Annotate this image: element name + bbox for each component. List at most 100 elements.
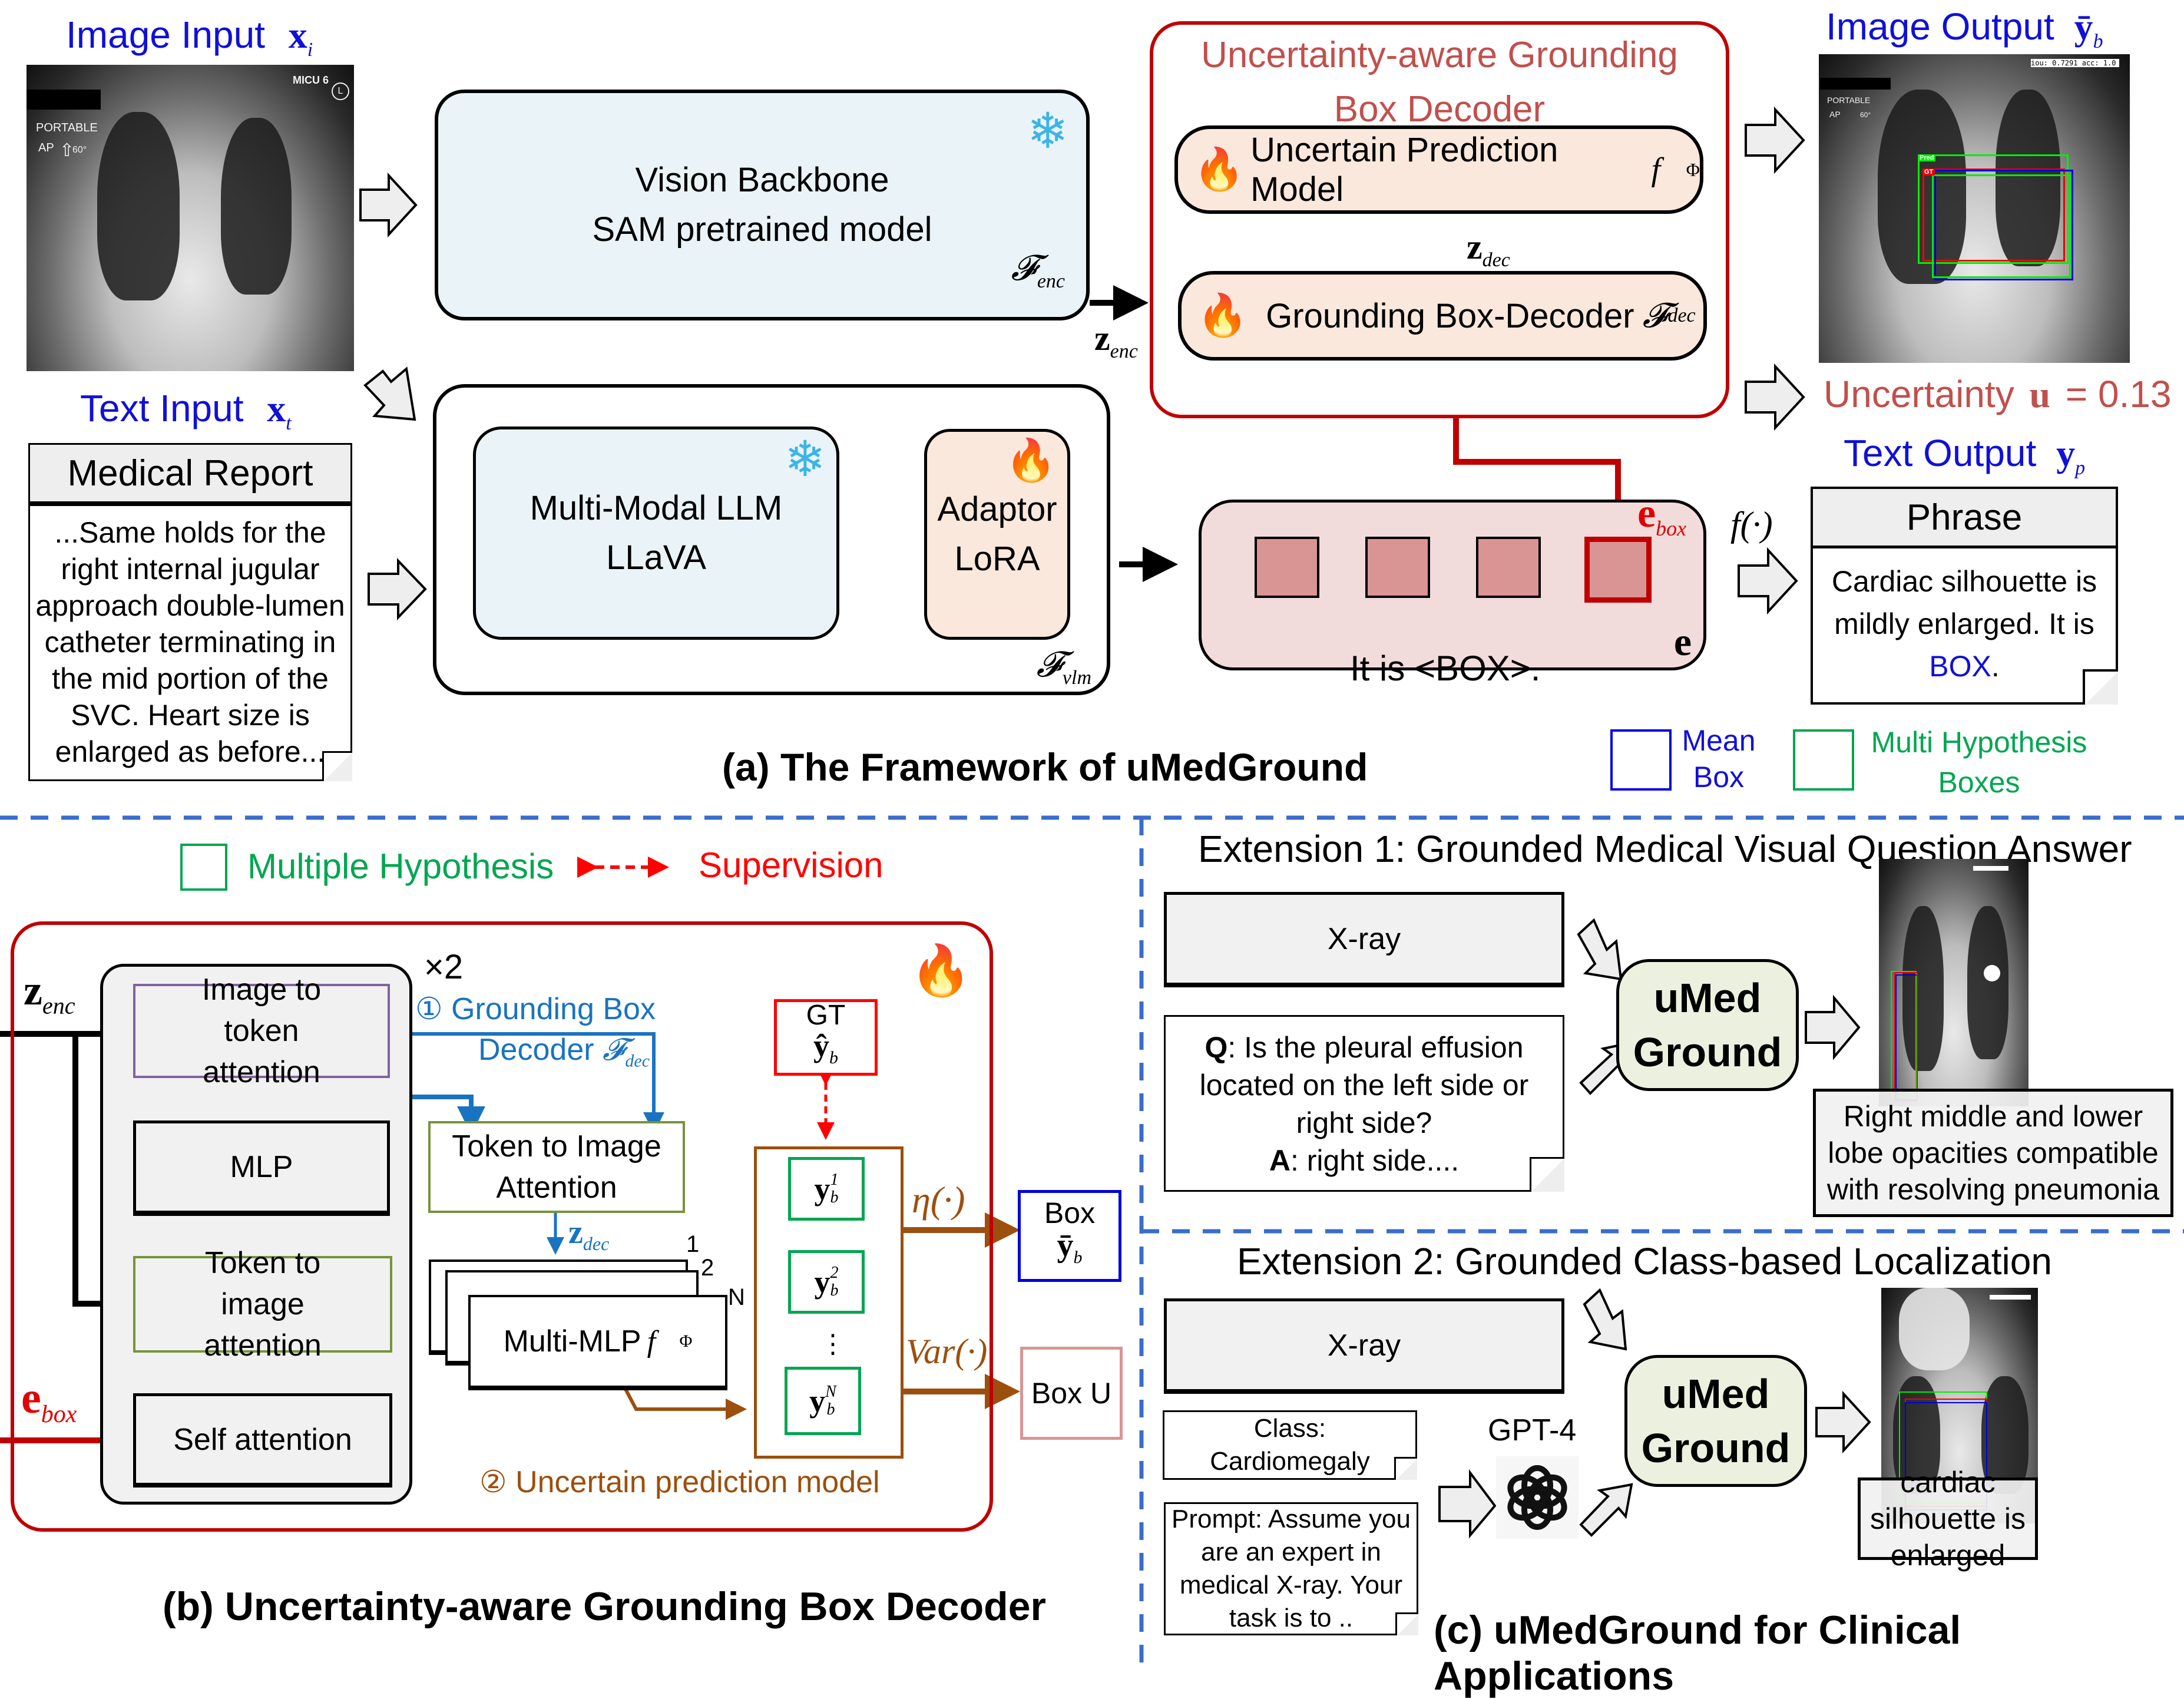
image-input-symbol: x: [288, 14, 307, 56]
neck-region: [1899, 1288, 1970, 1370]
block-arrow-report-to-vlm: [368, 558, 427, 620]
mlp-block[interactable]: MLP: [133, 1120, 390, 1216]
z-enc-sub: enc: [1110, 341, 1138, 362]
token-to-image-attention-block[interactable]: Token to Image Attention: [428, 1121, 685, 1213]
gt-box: [1922, 168, 2065, 262]
page-fold-icon: [1530, 1157, 1564, 1192]
text-output-symbol: y: [2056, 432, 2076, 474]
e-box-b-symbol: e: [21, 1373, 41, 1423]
decoder-word: Decoder: [478, 1033, 594, 1067]
image-output-symbol: ȳ: [2074, 6, 2093, 48]
input-xray-image: PORTABLE AP ⇧ 60° MICU 6 L: [27, 65, 354, 371]
uncertainty-symbol: u: [2029, 373, 2051, 415]
self-attention-block[interactable]: Self attention: [133, 1393, 392, 1488]
e-box-symbol: e: [1637, 491, 1656, 536]
f-dec-symbol: 𝓕: [1642, 296, 1668, 335]
z-enc-b-sub: enc: [42, 992, 75, 1019]
image-output-text: Image Output: [1826, 5, 2054, 48]
ext1-a-label: A: [1269, 1144, 1290, 1177]
hyp-n-sub: b: [826, 1400, 835, 1419]
caption-b: (b) Uncertainty-aware Grounding Box Deco…: [163, 1584, 1046, 1629]
xray-tag-side: L: [332, 82, 349, 100]
token-embedding-container: e: [1199, 500, 1706, 670]
ext1-umedground-model[interactable]: uMed Ground: [1616, 959, 1799, 1091]
multi-mlp-block[interactable]: Multi-MLP f⃗Φ: [468, 1295, 727, 1390]
hyp-1-sup: 1: [830, 1171, 839, 1189]
flame-icon: 🔥: [1197, 292, 1249, 338]
vision-backbone-box[interactable]: Vision Backbone SAM pretrained model ❄ 𝓕…: [435, 90, 1090, 320]
block-arrow-ext1-output: [1805, 994, 1861, 1060]
gpt4-label: GPT-4: [1488, 1413, 1577, 1447]
text-input-sub: t: [286, 412, 292, 434]
legend-mean-box-label: Mean Box: [1682, 724, 1756, 794]
e-box-b-sub: box: [41, 1401, 77, 1429]
ext1-model-line2: Ground: [1633, 1029, 1782, 1075]
openai-knot-icon: [1507, 1465, 1567, 1530]
decoder-title-line2: Box Decoder: [1333, 89, 1546, 130]
token-box[interactable]: [1584, 537, 1652, 603]
text-input-text: Text Input: [80, 387, 244, 429]
block-arrow-image-to-backbone: [359, 172, 418, 238]
gt-box: [1894, 972, 1918, 1102]
text-output-text: Text Output: [1844, 432, 2037, 474]
ext2-title: Extension 2: Grounded Class-based Locali…: [1237, 1240, 2052, 1282]
f-dec-b-sub: dec: [625, 1051, 650, 1071]
snowflake-icon: ❄: [1027, 103, 1068, 158]
z-dec-sub: dec: [1482, 249, 1510, 271]
decoder-title-line1: Uncertainty-aware Grounding: [1201, 35, 1678, 75]
token-caption: It is <BOX>.: [1350, 649, 1541, 688]
f-vlm-label: 𝓕vlm: [1037, 644, 1091, 689]
uncertainty-text: Uncertainty: [1824, 373, 2014, 415]
redaction-bar: [1820, 78, 1891, 90]
e-symbol: e: [1673, 619, 1692, 664]
hypothesis-ellipsis: ⋮: [820, 1330, 846, 1358]
z-dec-label: zdec: [1467, 227, 1510, 272]
ext2-xray-input[interactable]: X-ray: [1164, 1298, 1564, 1394]
page-fold-icon: [1394, 1457, 1417, 1480]
ext1-model-line1: uMed: [1653, 975, 1762, 1021]
text-output-label: Text Output yp: [1844, 431, 2085, 480]
gt-label: GT: [806, 999, 846, 1031]
image-input-label: Image Input xi: [66, 13, 313, 61]
grounding-box-decoder-label: Decoder 𝓕dec: [478, 1032, 650, 1071]
xray-label-bar: [1973, 866, 2008, 871]
stack-label-1: 1: [686, 1231, 700, 1257]
f-vlm-symbol: 𝓕: [1036, 645, 1063, 684]
ext2-umedground-model[interactable]: uMed Ground: [1624, 1355, 1807, 1487]
token-to-image-block[interactable]: Token to image attention: [133, 1246, 392, 1363]
ext1-q-text: : Is the pleural effusion located on the…: [1199, 1031, 1529, 1139]
image-to-token-block[interactable]: Image to token attention: [133, 973, 390, 1089]
ext2-model-line1: uMed: [1662, 1371, 1770, 1417]
token-1: [1255, 537, 1319, 598]
z-dec-b-sub: dec: [583, 1233, 610, 1255]
text-input-label: Text Input xt: [80, 386, 292, 435]
image-output-label: Image Output ȳb: [1826, 5, 2103, 53]
adaptor-lora-box[interactable]: Adaptor LoRA 🔥: [924, 429, 1070, 640]
vision-backbone-title: Vision Backbone: [635, 161, 889, 199]
legend-supervision-label: Supervision: [699, 845, 883, 885]
legend-hypothesis-label: Multiple Hypothesis: [247, 847, 554, 886]
ext1-output-xray: [1879, 859, 2029, 1106]
ext1-xray-input[interactable]: X-ray: [1164, 892, 1564, 987]
uncertain-prediction-model-box[interactable]: 🔥 Uncertain Prediction Model f⃗Φ: [1174, 125, 1703, 214]
z-dec-b-symbol: z: [568, 1214, 583, 1251]
e-box-sub: box: [1656, 517, 1687, 540]
vision-backbone-subtitle: SAM pretrained model: [592, 210, 932, 249]
token-2: [1365, 537, 1430, 598]
text-output-sub: p: [2075, 457, 2086, 479]
e-box-b-label: ebox: [21, 1373, 77, 1429]
phrase-body: Cardiac silhouette is mildly enlarged. I…: [1813, 548, 2116, 699]
f-enc-label: 𝓕enc: [1011, 243, 1065, 306]
mean-box-label: Box: [1044, 1196, 1096, 1230]
image-output-sub: b: [2093, 30, 2103, 52]
ext1-qa-doc: Q: Is the pleural effusion located on th…: [1164, 1015, 1564, 1192]
panel-b-container: 🔥: [11, 921, 993, 1532]
mllm-box[interactable]: Multi-Modal LLM LLaVA ❄: [473, 427, 839, 640]
redaction-bar: [27, 90, 101, 110]
medical-report-doc: Medical Report ...Same holds for the rig…: [28, 443, 352, 781]
legend-hypothesis-swatch: [180, 844, 227, 891]
phrase-body-end: .: [1991, 650, 2000, 683]
